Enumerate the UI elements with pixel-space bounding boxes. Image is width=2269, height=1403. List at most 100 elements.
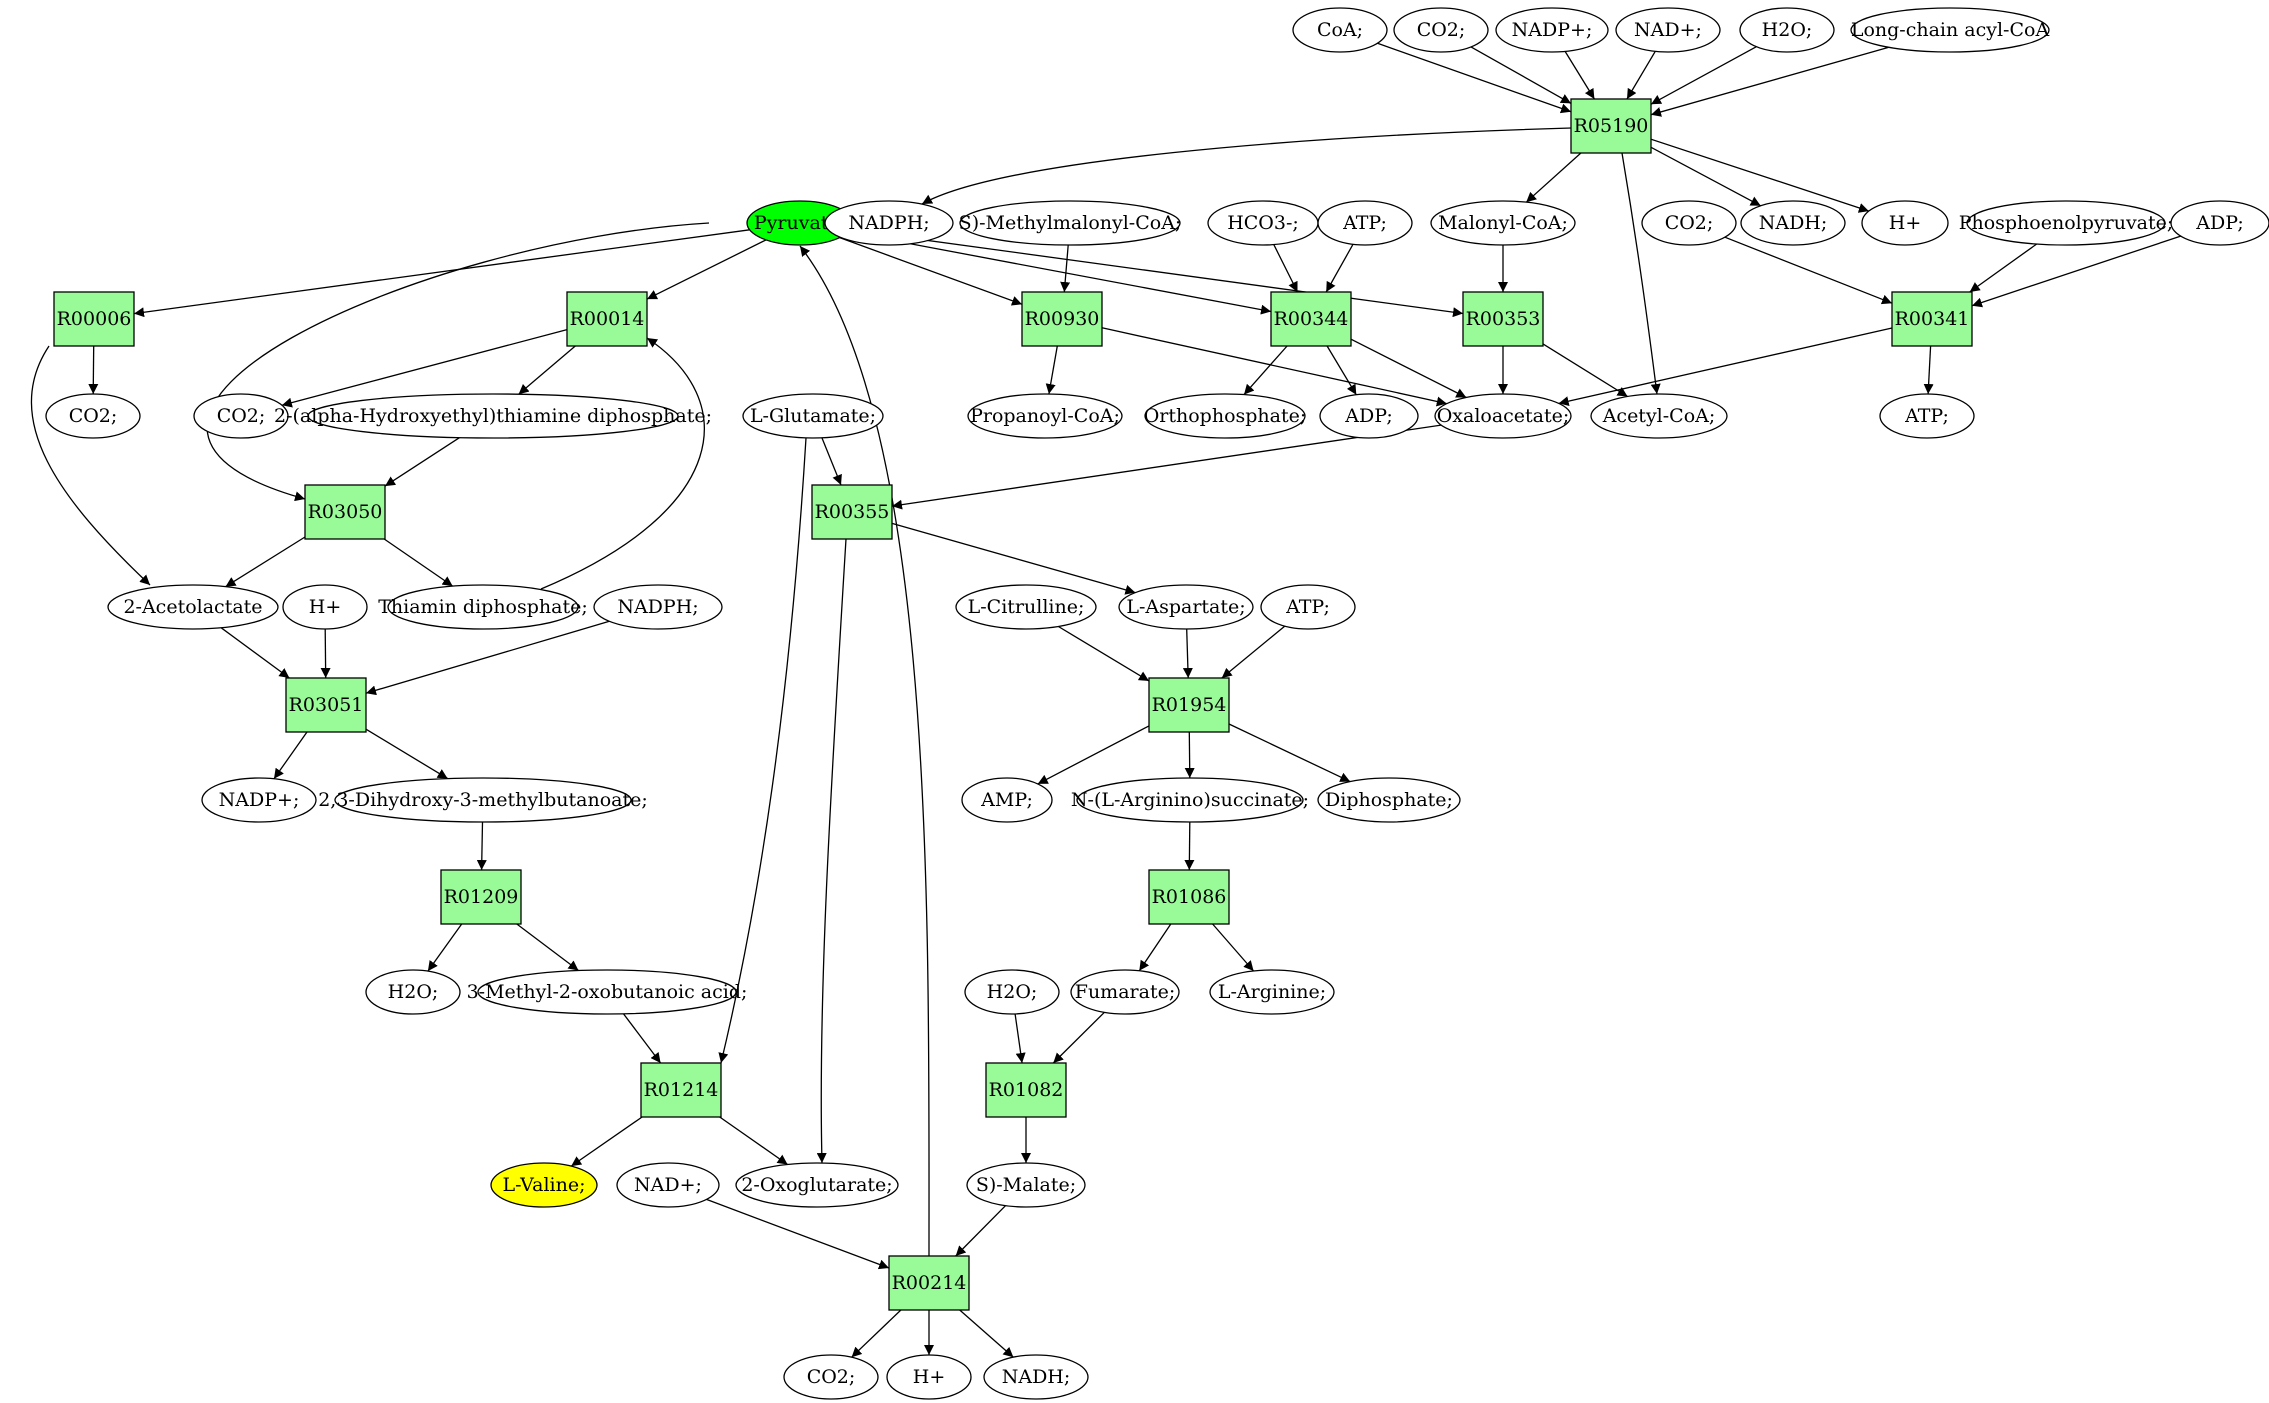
edge-R00214-to-m_pyruvate	[799, 245, 930, 1257]
reaction-node-R00930[interactable]: R00930	[1021, 291, 1103, 347]
metabolite-node-lglu[interactable]: L-Glutamate;	[742, 393, 884, 439]
metabolite-node-amp[interactable]: AMP;	[961, 777, 1053, 823]
metabolite-node-lasp[interactable]: L-Aspartate;	[1118, 584, 1254, 630]
metabolite-node-3m2ob[interactable]: 3-Methyl-2-oxobutanoic acid;	[467, 969, 748, 1015]
metabolite-node-lval[interactable]: L-Valine;	[490, 1162, 598, 1208]
edge-m_lglu-to-R01214	[718, 437, 807, 1064]
metabolite-node-co2-014[interactable]: CO2;	[193, 393, 289, 439]
metabolite-ellipse	[365, 969, 461, 1015]
metabolite-node-adp-344[interactable]: ADP;	[1319, 393, 1419, 439]
reaction-node-R00006[interactable]: R00006	[53, 291, 135, 347]
metabolite-node-fumarate[interactable]: Fumarate;	[1070, 969, 1180, 1015]
edge-R00341-to-m_atp_341	[1923, 345, 1934, 395]
reaction-node-R01082[interactable]: R01082	[985, 1062, 1067, 1118]
metabolite-node-nadplus-top[interactable]: NAD+;	[1615, 7, 1721, 53]
reaction-node-R00214[interactable]: R00214	[888, 1255, 970, 1311]
edge-R00930-to-m_propanoyl	[1045, 345, 1058, 395]
metabolite-node-h2o-top[interactable]: H2O;	[1739, 7, 1835, 53]
edge-R00214-to-m_co2_bot	[851, 1309, 902, 1358]
reaction-node-R00344[interactable]: R00344	[1270, 291, 1352, 347]
metabolite-node-nadpplus-top[interactable]: NADP+;	[1495, 7, 1609, 53]
reaction-node-R00355[interactable]: R00355	[811, 484, 893, 540]
metabolite-node-co2-top[interactable]: CO2;	[1393, 7, 1489, 53]
metabolite-node-nadplus-bot[interactable]: NAD+;	[616, 1162, 720, 1208]
edge-R01209-to-m_h2o_1209	[427, 923, 463, 972]
metabolite-node-co2-341[interactable]: CO2;	[1641, 200, 1737, 246]
metabolite-label: AMP;	[980, 789, 1033, 811]
metabolite-ellipse	[886, 1354, 972, 1400]
metabolite-label: Thiamin diphosphate;	[378, 596, 588, 618]
metabolite-label: H+	[913, 1366, 946, 1388]
metabolite-node-malonyl[interactable]: Malonyl-CoA;	[1430, 200, 1576, 246]
metabolite-ellipse	[1209, 969, 1335, 1015]
metabolite-node-coa[interactable]: CoA;	[1292, 7, 1388, 53]
metabolite-node-nadph-top[interactable]: NADPH;	[824, 200, 954, 246]
metabolite-node-smethylmal[interactable]: S)-Methylmalonyl-CoA;	[959, 200, 1182, 246]
metabolite-ellipse	[1144, 393, 1306, 439]
reaction-node-R01954[interactable]: R01954	[1148, 677, 1230, 733]
metabolite-node-ortho[interactable]: Orthophosphate;	[1144, 393, 1307, 439]
edge-R01954-to-m_amp	[1037, 725, 1150, 785]
metabolite-node-atp-344[interactable]: ATP;	[1317, 200, 1413, 246]
metabolite-ellipse	[824, 200, 954, 246]
metabolite-node-lcacyl[interactable]: Long-chain acyl-CoA	[1850, 7, 2050, 53]
metabolite-ellipse	[45, 393, 141, 439]
edge-m_nadph_mid-to-R03051	[365, 620, 610, 696]
metabolite-node-thiamin[interactable]: Thiamin diphosphate;	[378, 584, 588, 630]
metabolite-node-hplus-top[interactable]: H+	[1861, 200, 1949, 246]
metabolite-node-acetylcoa[interactable]: Acetyl-CoA;	[1590, 393, 1728, 439]
edge-R01086-to-m_larg	[1212, 923, 1255, 972]
reaction-node-R00014[interactable]: R00014	[566, 291, 648, 347]
metabolite-node-dihydroxy[interactable]: 2,3-Dihydroxy-3-methylbutanoate;	[318, 777, 648, 823]
reaction-node-R05190[interactable]: R05190	[1570, 98, 1652, 154]
metabolite-node-co2-006[interactable]: CO2;	[45, 393, 141, 439]
reaction-node-R00341[interactable]: R00341	[1891, 291, 1973, 347]
metabolite-node-pep[interactable]: Phosphoenolpyruvate;	[1959, 200, 2174, 246]
metabolite-ellipse	[967, 393, 1123, 439]
metabolite-node-nadh-top[interactable]: NADH;	[1740, 200, 1846, 246]
reaction-node-R03051[interactable]: R03051	[285, 677, 367, 733]
edge-m_atp_344-to-R00344	[1325, 243, 1354, 293]
metabolite-label: H+	[1889, 212, 1922, 234]
metabolite-label: Propanoyl-CoA;	[970, 405, 1120, 427]
metabolite-label: H2O;	[388, 981, 439, 1003]
metabolite-node-adp-341[interactable]: ADP;	[2170, 200, 2269, 246]
reaction-node-R03050[interactable]: R03050	[304, 484, 386, 540]
metabolite-node-propanoyl[interactable]: Propanoyl-CoA;	[967, 393, 1123, 439]
metabolite-node-oxaloacetate[interactable]: Oxaloacetate;	[1434, 393, 1572, 439]
metabolite-node-nadph-mid[interactable]: NADPH;	[593, 584, 723, 630]
metabolite-node-hethtpp[interactable]: 2-(alpha-Hydroxyethyl)thiamine diphospha…	[274, 393, 712, 439]
metabolite-node-co2-bot[interactable]: CO2;	[783, 1354, 879, 1400]
reaction-node-R01214[interactable]: R01214	[640, 1062, 722, 1118]
metabolite-node-argsucc[interactable]: N-(L-Arginino)succinate;	[1071, 777, 1309, 823]
metabolite-node-h2o-1082[interactable]: H2O;	[964, 969, 1060, 1015]
metabolite-node-nadpplus-mid[interactable]: NADP+;	[201, 777, 317, 823]
metabolite-node-2oxo[interactable]: 2-Oxoglutarate;	[735, 1162, 899, 1208]
reaction-node-R01086[interactable]: R01086	[1148, 869, 1230, 925]
metabolite-node-larg[interactable]: L-Arginine;	[1209, 969, 1335, 1015]
metabolite-node-smalate[interactable]: S)-Malate;	[966, 1162, 1086, 1208]
metabolite-label: NADP+;	[1512, 19, 1593, 41]
metabolite-node-hplus-bot[interactable]: H+	[886, 1354, 972, 1400]
metabolite-node-atp-1954[interactable]: ATP;	[1260, 584, 1356, 630]
metabolite-label: ADP;	[2195, 212, 2243, 234]
edge-R03050-to-m_acetolactate	[225, 536, 306, 588]
metabolite-node-atp-341[interactable]: ATP;	[1879, 393, 1975, 439]
metabolite-node-lcit[interactable]: L-Citrulline;	[955, 584, 1097, 630]
edge-R00006-to-m_acetolactate	[30, 345, 151, 586]
edge-R00014-to-m_hethtpp	[518, 345, 576, 395]
metabolite-label: Fumarate;	[1075, 981, 1175, 1003]
metabolite-node-hco3[interactable]: HCO3-;	[1207, 200, 1319, 246]
metabolite-node-h2o-1209[interactable]: H2O;	[365, 969, 461, 1015]
metabolite-node-acetolactate[interactable]: 2-Acetolactate	[107, 584, 279, 630]
reaction-box	[304, 484, 386, 540]
metabolite-node-diphosphate[interactable]: Diphosphate;	[1317, 777, 1461, 823]
metabolite-ellipse	[1495, 7, 1609, 53]
metabolite-node-hplus-mid[interactable]: H+	[282, 584, 368, 630]
reaction-node-R01209[interactable]: R01209	[440, 869, 522, 925]
reaction-node-R00353[interactable]: R00353	[1462, 291, 1544, 347]
reaction-label: R00341	[1895, 308, 1970, 330]
metabolite-label: 2,3-Dihydroxy-3-methylbutanoate;	[318, 789, 648, 811]
metabolite-node-nadh-bot[interactable]: NADH;	[983, 1354, 1089, 1400]
edge-R00344-to-m_ortho	[1243, 345, 1288, 396]
